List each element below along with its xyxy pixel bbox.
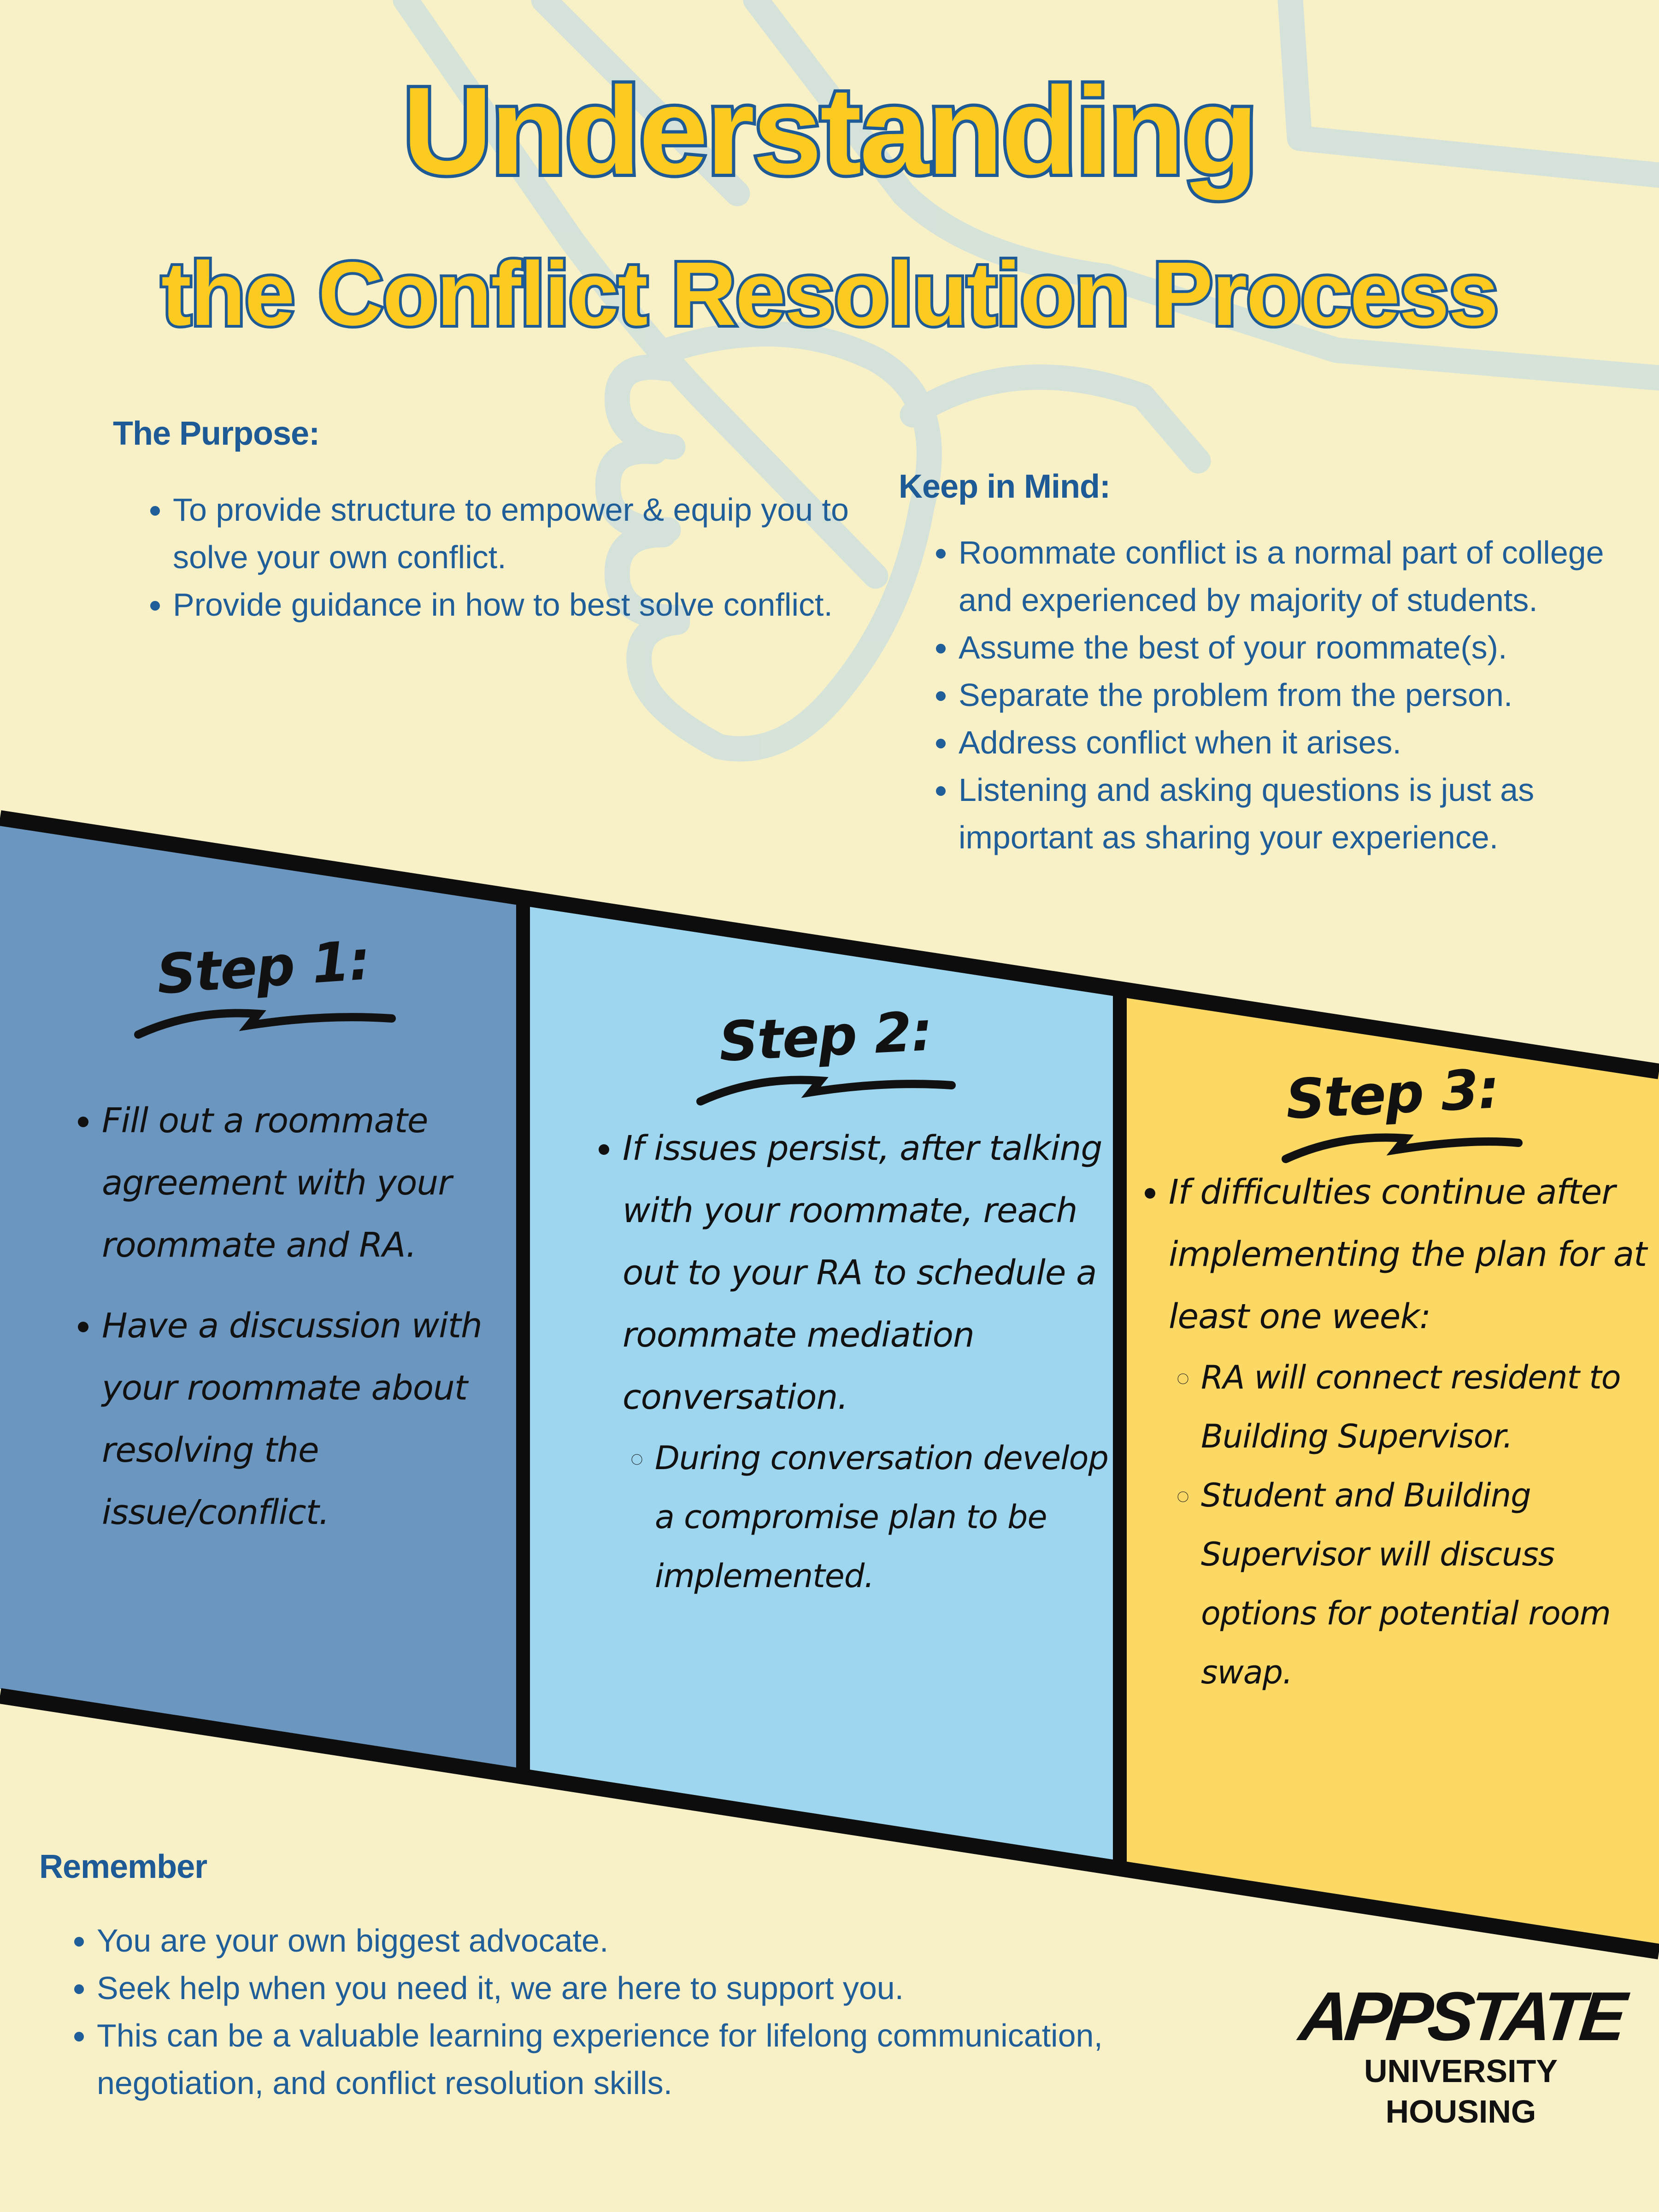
page-title: Understanding (399, 62, 1261, 200)
keep-in-mind-list: Roommate conflict is a normal part of co… (926, 529, 1636, 861)
list-item: Have a discussion with your roommate abo… (102, 1295, 540, 1544)
list-item: Assume the best of your roommate(s). (959, 624, 1636, 671)
list-item: Separate the problem from the person. (959, 671, 1636, 719)
step1-underline (134, 1009, 396, 1039)
step1-list: Fill out a roommate agreement with your … (71, 1090, 540, 1562)
list-item: You are your own biggest advocate. (97, 1917, 1249, 1965)
remember-heading: Remember (39, 1848, 207, 1885)
list-item: Seek help when you need it, we are here … (97, 1965, 1249, 2012)
list-item: This can be a valuable learning experien… (97, 2012, 1249, 2107)
list-item-text: If difficulties continue after implement… (1169, 1172, 1647, 1336)
sub-list: During conversation develop a compromise… (623, 1429, 1130, 1606)
remember-list: You are your own biggest advocate. Seek … (65, 1917, 1249, 2107)
step2-panel (523, 901, 1120, 1866)
sub-list-item: Student and Building Supervisor will dis… (1201, 1466, 1659, 1702)
band-top-border (0, 810, 1659, 1079)
logo-wordmark: APPSTATE (1296, 1977, 1626, 2055)
page-subtitle: the Conflict Resolution Process (159, 243, 1501, 344)
step3-label: Step 3: (1284, 1056, 1500, 1132)
list-item: Fill out a roommate agreement with your … (102, 1090, 540, 1277)
sub-list: RA will connect resident to Building Sup… (1169, 1348, 1659, 1702)
logo-line-university: UNIVERSITY (1364, 2053, 1558, 2089)
step3-list: If difficulties continue after implement… (1138, 1161, 1659, 1720)
sub-list-item: RA will connect resident to Building Sup… (1201, 1348, 1659, 1466)
purpose-list: To provide structure to empower & equip … (141, 486, 864, 629)
logo-line-housing: HOUSING (1385, 2094, 1536, 2130)
step3-panel (1120, 995, 1659, 1952)
step2-underline (696, 1076, 956, 1106)
appstate-housing-logo: APPSTATE UNIVERSITY HOUSING (1296, 1977, 1626, 2132)
list-item: If issues persist, after talking with yo… (623, 1118, 1130, 1606)
keep-in-mind-heading: Keep in Mind: (899, 468, 1111, 505)
list-item: Roommate conflict is a normal part of co… (959, 529, 1636, 624)
list-item-text: If issues persist, after talking with yo… (623, 1129, 1102, 1417)
list-item: Provide guidance in how to best solve co… (173, 581, 864, 629)
sub-list-item: During conversation develop a compromise… (655, 1429, 1130, 1606)
list-item: Listening and asking questions is just a… (959, 766, 1636, 861)
band-bottom-border (0, 1688, 1659, 1959)
list-item: If difficulties continue after implement… (1169, 1161, 1659, 1702)
list-item: Address conflict when it arises. (959, 719, 1636, 766)
list-item: To provide structure to empower & equip … (173, 486, 864, 581)
purpose-heading: The Purpose: (113, 415, 320, 452)
step3-underline (1282, 1133, 1523, 1163)
step2-label: Step 2: (717, 999, 934, 1074)
step2-list: If issues persist, after talking with yo… (592, 1118, 1130, 1624)
step1-panel (0, 818, 523, 1770)
handshake-icon (393, 0, 1659, 762)
